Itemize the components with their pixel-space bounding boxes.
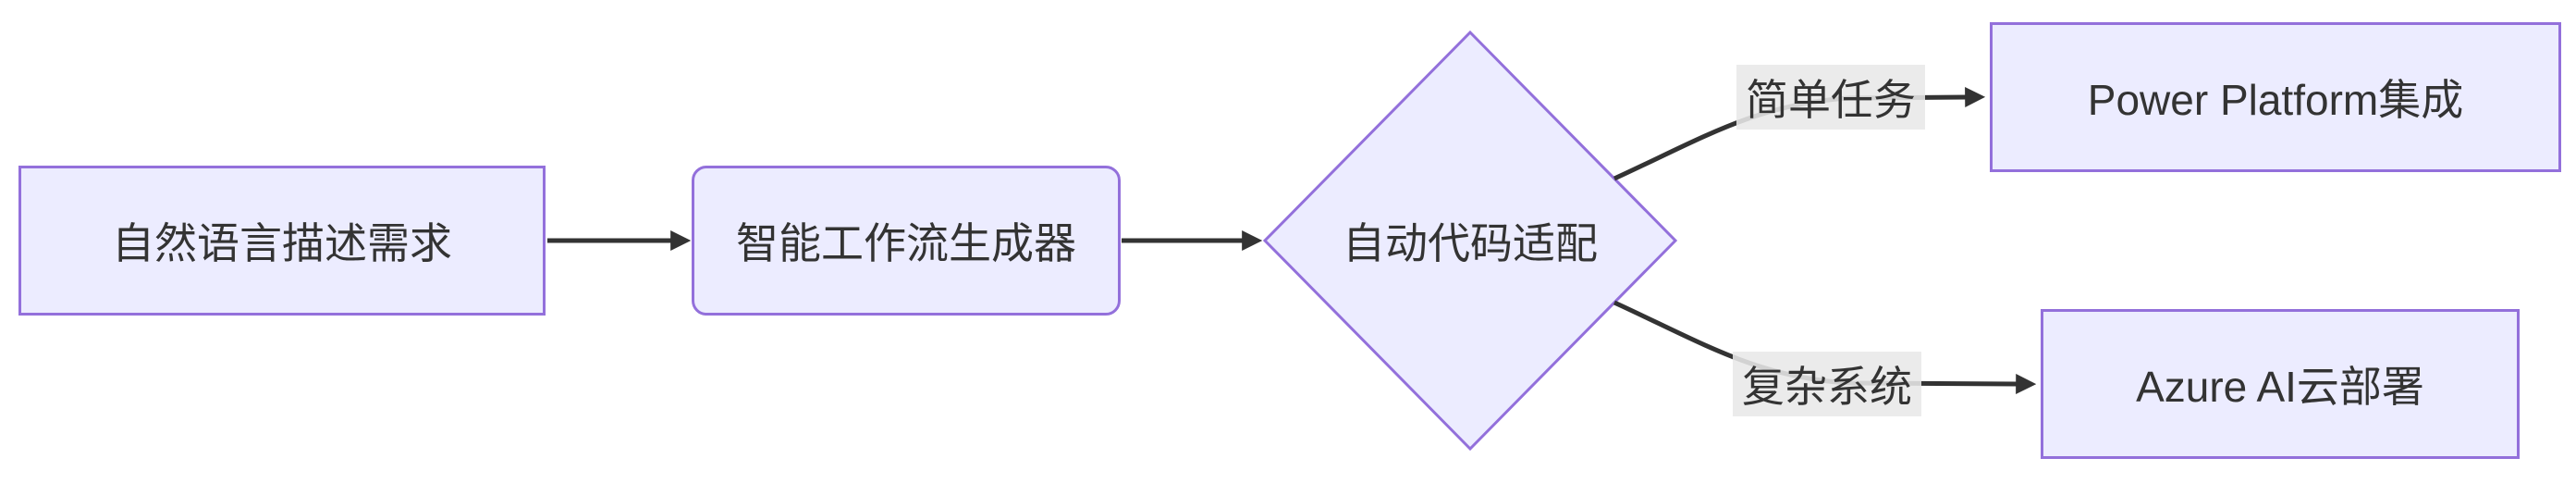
decision-diamond-shape: [1262, 30, 1678, 452]
edge-label-simple-task: 简单任务: [1736, 65, 1925, 130]
node-azure-deploy: Azure AI云部署: [2041, 309, 2520, 459]
edge-label-complex-system: 复杂系统: [1733, 352, 1921, 416]
node-generator: 智能工作流生成器: [692, 166, 1121, 316]
node-start: 自然语言描述需求: [18, 166, 546, 316]
node-power-platform: Power Platform集成: [1990, 22, 2561, 172]
node-decision-label: 自动代码适配: [1343, 219, 1598, 267]
